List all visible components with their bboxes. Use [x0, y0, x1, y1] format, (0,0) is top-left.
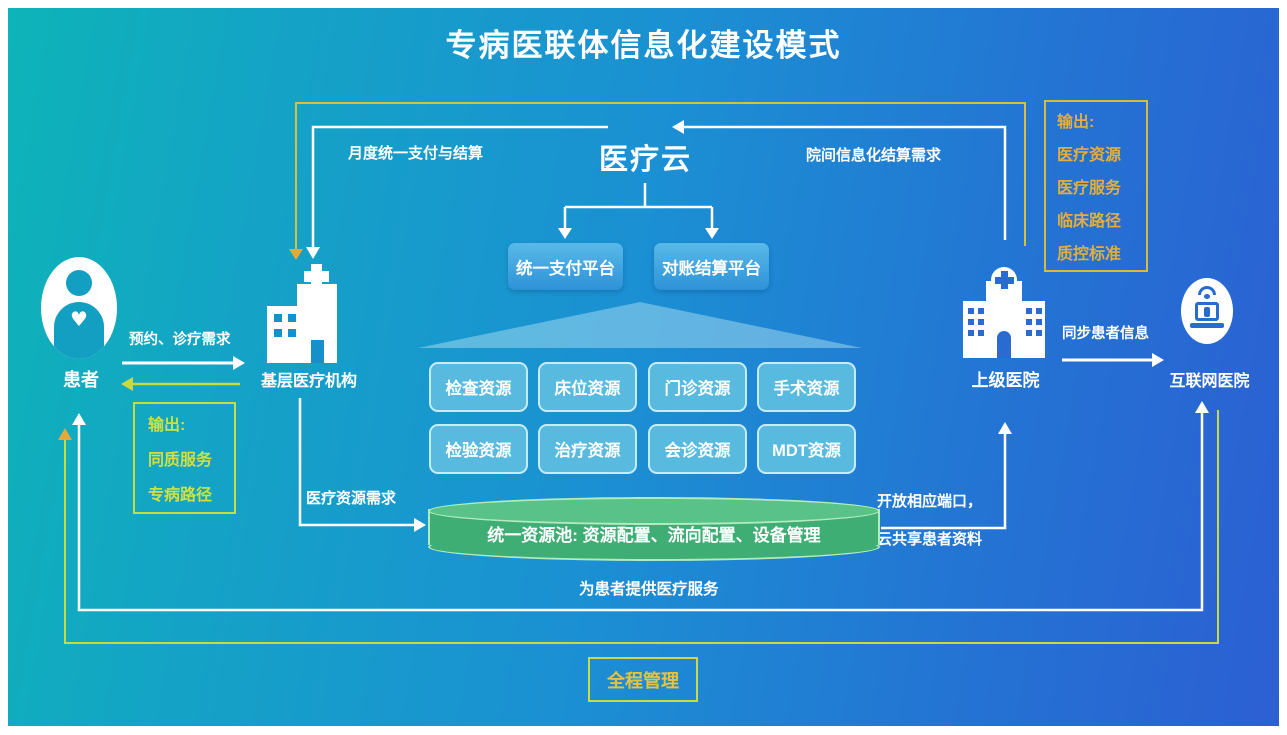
resource-pool-cylinder: 统一资源池: 资源配置、流向配置、设备管理 — [428, 497, 880, 561]
cross-icon — [304, 271, 329, 282]
flow-provide-service: 为患者提供医疗服务 — [579, 581, 719, 598]
resource-box-treatment: 治疗资源 — [538, 424, 637, 474]
patient-head-shape — [66, 270, 92, 296]
door-shape — [997, 331, 1011, 358]
arrowhead-down-primary-yellow — [289, 249, 303, 260]
output-box-left: 输出: 同质服务 专病路径 — [133, 402, 236, 514]
wifi-icon — [1198, 286, 1216, 295]
wifi-icon — [1204, 294, 1210, 299]
line-provide-service — [77, 412, 1204, 612]
unified-payment-platform-box: 统一支付平台 — [508, 243, 623, 290]
output-left-title: 输出: — [148, 417, 186, 434]
gradient-background — [8, 8, 1279, 726]
laptop-icon — [1190, 323, 1224, 328]
primary-hospital-label: 基层医疗机构 — [260, 373, 357, 390]
resource-box-mdt: MDT资源 — [757, 424, 856, 474]
resource-box-lab: 检验资源 — [429, 424, 528, 474]
line-primary-to-pool — [298, 398, 414, 527]
output-right-item: 质控标准 — [1057, 246, 1122, 263]
whole-process-box: 全程管理 — [588, 657, 698, 702]
window-shapes — [968, 308, 974, 314]
output-right-item: 医疗服务 — [1057, 180, 1122, 197]
resource-box-outpatient: 门诊资源 — [648, 362, 747, 412]
line-whole-process — [64, 410, 1219, 644]
arrowhead-up-superior — [998, 422, 1012, 434]
output-box-right: 输出: 医疗资源 医疗服务 临床路径 质控标准 — [1044, 100, 1148, 272]
arrowhead-up-patient-yellow — [58, 428, 72, 440]
resource-box-surgery: 手术资源 — [757, 362, 856, 412]
resource-box-consultation: 会诊资源 — [648, 424, 747, 474]
line-pool-to-superior — [881, 434, 1007, 530]
page-title: 专病医联体信息化建设模式 — [445, 28, 842, 63]
building-shape — [963, 301, 988, 358]
building-shape — [267, 306, 301, 363]
cylinder-top — [428, 497, 880, 525]
arrowhead-up-internet — [1195, 401, 1209, 413]
flow-sync-patient-info: 同步患者信息 — [1062, 326, 1149, 342]
arrowhead-down-platform2 — [705, 228, 719, 239]
door-shape — [311, 340, 324, 363]
cross-icon — [995, 277, 1014, 284]
output-right-item: 临床路径 — [1057, 213, 1122, 230]
internet-hospital-icon — [1181, 278, 1233, 344]
resource-box-exam: 检查资源 — [429, 362, 528, 412]
line-cloud-to-platforms — [563, 183, 714, 228]
superior-hospital-label: 上级医院 — [971, 371, 1040, 390]
patient-body-shape — [54, 302, 104, 359]
window-shapes — [1026, 308, 1032, 314]
patient-label: 患者 — [63, 370, 99, 390]
output-left-item: 同质服务 — [148, 452, 213, 469]
medical-cloud-label: 医疗云 — [599, 144, 693, 176]
flow-appointment-demand: 预约、诊疗需求 — [129, 332, 231, 348]
laptop-icon — [1204, 307, 1210, 317]
resource-box-bed: 床位资源 — [538, 362, 637, 412]
line-superior-to-cloud — [684, 125, 1007, 240]
window-shapes — [274, 314, 282, 322]
flow-resource-demand: 医疗资源需求 — [306, 490, 397, 507]
patient-icon: ♥ — [41, 257, 117, 359]
arrowhead-right-pool — [414, 518, 426, 532]
resource-pool-label: 统一资源池: 资源配置、流向配置、设备管理 — [487, 526, 821, 545]
arrowhead-down-platform1 — [558, 228, 572, 239]
arrowhead-left-patient — [121, 377, 133, 391]
line-output-superior-to-primary — [295, 102, 1026, 249]
building-shape — [1020, 301, 1045, 358]
flow-monthly-settlement: 月度统一支付与结算 — [348, 145, 484, 162]
flow-open-ports: 开放相应端口， — [877, 493, 983, 510]
line-cloud-to-primary — [311, 125, 608, 248]
heart-icon: ♥ — [70, 307, 88, 331]
flow-cloud-share: 云共享患者资料 — [877, 531, 983, 548]
reconciliation-platform-box: 对账结算平台 — [654, 243, 769, 290]
arrowhead-up-patient — [72, 413, 86, 425]
arrowhead-right-primary — [233, 356, 245, 370]
arrowhead-down-primary-white — [306, 247, 320, 259]
arrowhead-right-internet — [1152, 353, 1164, 367]
superior-hospital-icon — [963, 267, 1045, 358]
output-right-item: 医疗资源 — [1057, 147, 1122, 164]
internet-hospital-label: 互联网医院 — [1169, 373, 1250, 390]
whole-process-label: 全程管理 — [607, 670, 679, 691]
flow-interhospital-demand: 院间信息化结算需求 — [806, 147, 942, 164]
primary-hospital-icon — [267, 264, 343, 363]
output-left-item: 专病路径 — [148, 487, 213, 504]
output-right-title: 输出: — [1057, 114, 1095, 131]
arrowhead-left-cloud — [672, 120, 684, 134]
